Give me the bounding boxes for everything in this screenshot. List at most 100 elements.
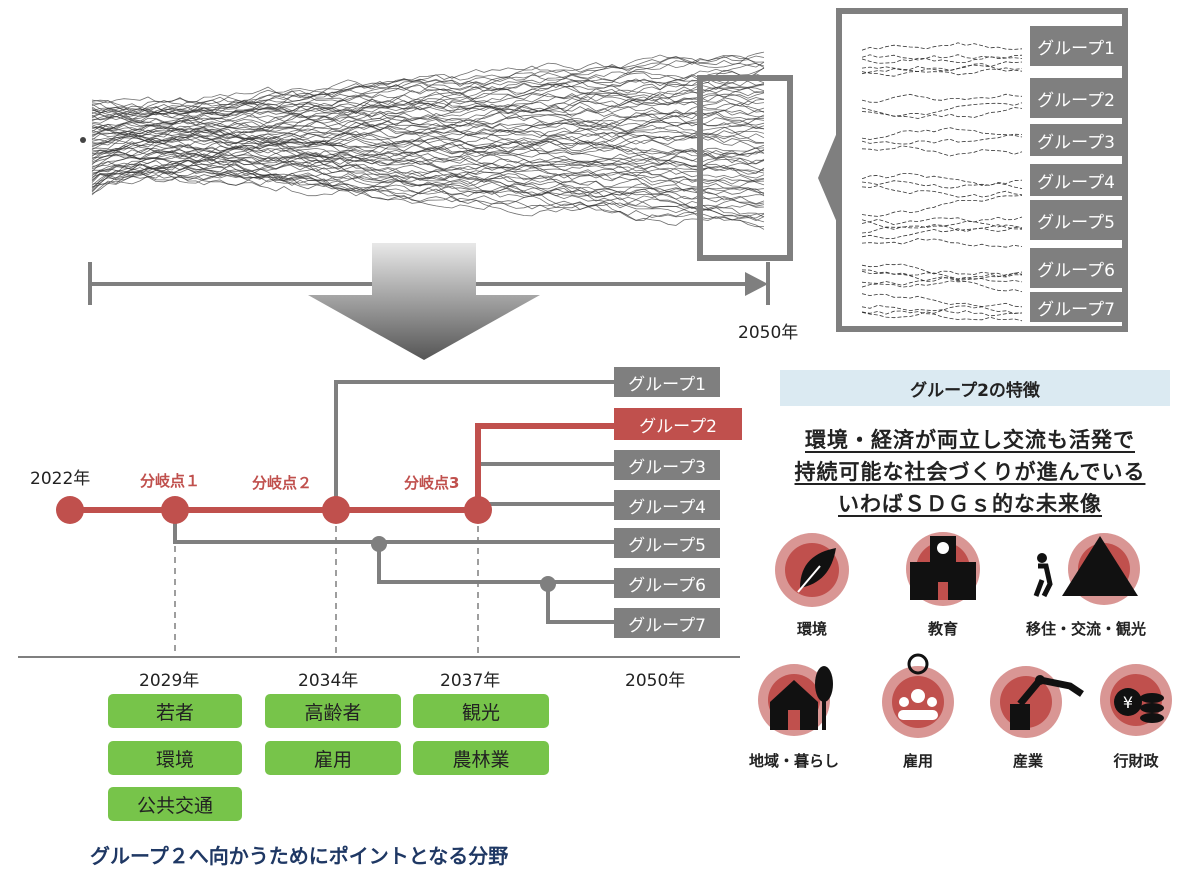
future-path (91, 159, 765, 207)
feature-line-1: 環境・経済が両立し交流も活発で (805, 428, 1135, 452)
future-path (91, 159, 765, 195)
group-5-label: グループ5 (614, 528, 720, 558)
feature-line-2: 持続可能な社会づくりが進んでいる (794, 460, 1146, 484)
robot-arm-icon (990, 666, 1084, 738)
zoom-path (862, 293, 1023, 308)
future-path (91, 146, 765, 172)
feature-heading: グループ2の特徴 (780, 370, 1170, 406)
future-path (91, 99, 765, 132)
icon-label-public-finance: 行財政 (1113, 752, 1159, 770)
future-spread-graphic (80, 51, 838, 360)
icon-label-community-living: 地域・暮らし (748, 752, 839, 770)
zoom-group-6: グループ6 (1030, 248, 1122, 288)
footer-caption: グループ２へ向かうためにポイントとなる分野 (90, 844, 509, 868)
future-path (91, 171, 765, 230)
zoom-path (862, 305, 1023, 319)
tag-tourism: 観光 (413, 694, 549, 728)
tag-agriculture-forestry: 農林業 (413, 741, 549, 775)
branch-chart (18, 380, 740, 658)
future-path (91, 154, 765, 185)
group-1-label: グループ1 (614, 367, 720, 397)
zoom-path (862, 145, 1023, 157)
branch-line-group7 (546, 584, 614, 624)
zoom-group-1: グループ1 (1030, 26, 1122, 66)
tag-elderly: 高齢者 (265, 694, 401, 728)
axis-year-2050: 2050年 (625, 671, 686, 691)
future-path (91, 155, 765, 195)
zoom-path (862, 220, 1023, 234)
zoom-path (862, 54, 1023, 61)
zoom-path (862, 310, 1023, 322)
tag-environment: 環境 (108, 741, 242, 775)
zoom-path (862, 280, 1023, 293)
branch-node-1 (161, 496, 189, 524)
branch-point-3-label: 分岐点3 (404, 474, 460, 492)
zoom-path (862, 216, 1023, 226)
zoom-group-4: グループ4 (1030, 164, 1122, 196)
branch-line-group2 (70, 423, 614, 513)
future-path (91, 163, 765, 209)
zoom-path (862, 63, 1023, 72)
zoom-path (862, 238, 1023, 248)
zoom-group-2: グループ2 (1030, 78, 1122, 118)
house-icon (758, 664, 833, 736)
branch-line-group1 (334, 380, 614, 510)
future-path (91, 144, 765, 174)
zoom-path (862, 226, 1023, 240)
future-path (91, 67, 765, 117)
future-path (91, 60, 765, 116)
mountain-hiker-icon (1033, 533, 1140, 605)
zoom-path (862, 55, 1023, 64)
zoom-path (862, 195, 1023, 217)
future-path (91, 113, 765, 138)
zoom-path (862, 179, 1023, 189)
zoom-path (862, 42, 1023, 51)
future-path (91, 124, 765, 146)
tag-youth: 若者 (108, 694, 242, 728)
future-path (91, 137, 765, 159)
future-path (91, 62, 765, 118)
branch-line-group5 (173, 510, 614, 544)
icon-label-environment: 環境 (796, 620, 827, 638)
zoom-path (862, 93, 1023, 103)
zoom-panel (836, 8, 1128, 332)
zoom-path (862, 276, 1023, 286)
group-6-label: グループ6 (614, 568, 720, 598)
zoom-path (862, 127, 1023, 140)
group-3-label: グループ3 (614, 450, 720, 480)
zoom-group-5: グループ5 (1030, 200, 1122, 240)
group-4-label: グループ4 (614, 490, 720, 520)
feature-line-3: いわばＳＤＧｓ的な未来像 (838, 492, 1102, 516)
people-meeting-icon (882, 653, 954, 738)
future-path (91, 133, 765, 150)
zoom-box (697, 75, 793, 261)
future-path (91, 51, 765, 104)
zoom-path (862, 67, 1023, 77)
future-path (91, 170, 765, 218)
branch-point-1-label: 分岐点１ (140, 472, 201, 490)
icon-label-education: 教育 (927, 620, 958, 638)
zoom-path (862, 263, 1023, 277)
future-path (91, 118, 765, 144)
zoom-path (862, 270, 1023, 282)
future-path (91, 167, 765, 223)
zoom-pointer (818, 130, 838, 225)
future-path (91, 103, 765, 133)
zoom-path (862, 219, 1023, 231)
future-path (91, 87, 765, 125)
future-path (91, 88, 765, 124)
zoom-path (862, 269, 1023, 280)
tag-public-transport: 公共交通 (108, 787, 242, 821)
zoom-path (862, 102, 1023, 117)
timeline-end-year: 2050年 (738, 323, 799, 343)
branch-point-2-label: 分岐点２ (252, 474, 313, 492)
down-arrow (308, 243, 540, 360)
future-path (91, 170, 765, 228)
future-path (91, 110, 765, 138)
branch-node-2 (322, 496, 350, 524)
icon-label-employment: 雇用 (902, 752, 933, 770)
start-year: 2022年 (30, 469, 91, 489)
zoom-path (862, 172, 1023, 189)
zoom-path (862, 107, 1023, 119)
branch-node-3 (464, 496, 492, 524)
